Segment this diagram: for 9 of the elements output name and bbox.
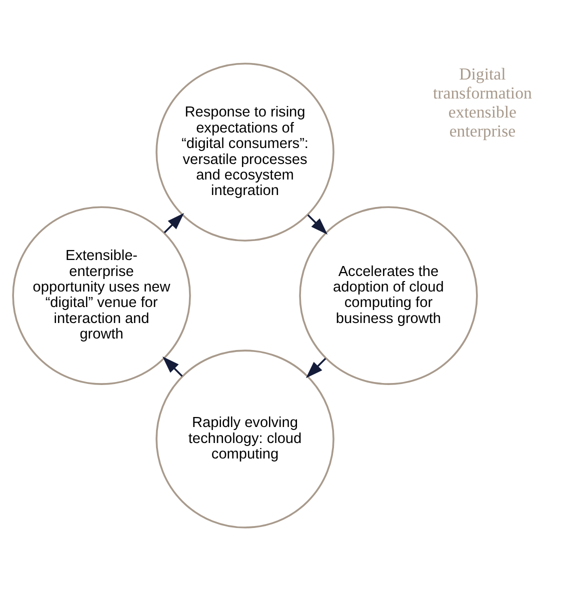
node-circle: Response to rising expectations of “digital consumers”: versatile processes and ecosystem integration xyxy=(156,62,334,242)
arrow xyxy=(162,356,183,377)
label: Digital transformation extensible enterprise xyxy=(433,64,532,141)
arrow xyxy=(307,214,328,235)
node-circle: Extensible-enterprise opportunity uses new “digital” venue for interaction and growth xyxy=(12,206,191,385)
arrow xyxy=(306,358,326,378)
node-circle: Rapidly evolving technology: cloud computing xyxy=(156,350,334,528)
arrow xyxy=(164,213,184,234)
node-circle: Accelerates the adoption of cloud computing for business growth xyxy=(299,206,478,385)
